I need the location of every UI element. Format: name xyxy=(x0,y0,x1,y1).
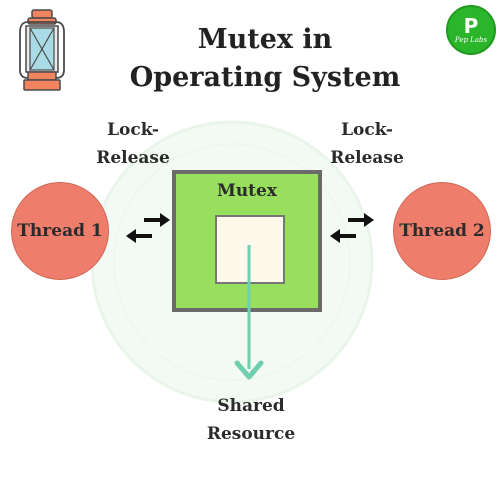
exchange-arrows-icon-left xyxy=(126,213,170,243)
exchange-arrows-icon-right xyxy=(330,213,374,243)
lock-release-label-left: Lock- Release xyxy=(90,116,176,172)
lock-release-left-line1: Lock- xyxy=(107,120,159,140)
shared-resource-line2: Resource xyxy=(206,424,296,444)
lantern-icon xyxy=(19,9,65,91)
logo-brand-text: Pep Labs xyxy=(454,35,488,44)
arrow-down-icon xyxy=(234,245,264,380)
lock-release-label-right: Lock- Release xyxy=(324,116,410,172)
logo-letter: P xyxy=(463,13,479,38)
thread-2-node: Thread 2 xyxy=(393,182,491,280)
shared-resource-line1: Shared xyxy=(217,396,285,416)
lock-release-left-line2: Release xyxy=(96,148,170,168)
thread-1-label: Thread 1 xyxy=(17,221,103,241)
brand-logo: P Pep Labs xyxy=(446,5,496,55)
mutex-label: Mutex xyxy=(217,181,277,201)
lock-release-right-line1: Lock- xyxy=(341,120,393,140)
shared-resource-label: Shared Resource xyxy=(196,392,306,448)
thread-2-label: Thread 2 xyxy=(399,221,485,241)
title-line-2: Operating System xyxy=(129,62,401,93)
title-line-1: Mutex in xyxy=(197,24,333,55)
lock-release-right-line2: Release xyxy=(330,148,404,168)
thread-1-node: Thread 1 xyxy=(11,182,109,280)
